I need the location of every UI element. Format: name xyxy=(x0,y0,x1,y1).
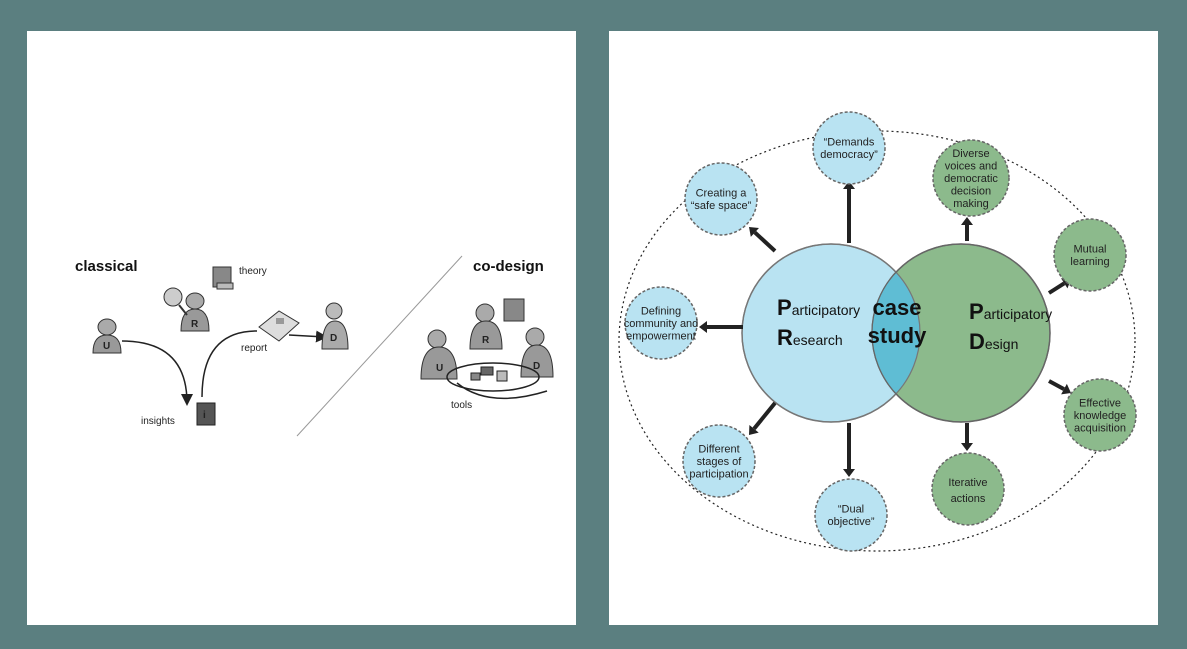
green-node-text-line: Iterative xyxy=(948,477,987,489)
green-arrow-3 xyxy=(961,423,973,451)
classical-codesign-sketch: classical co-design U R theory xyxy=(75,255,554,437)
green-node-text-line: acquisition xyxy=(1074,422,1126,434)
blue-node-1: Creating a“safe space” xyxy=(684,162,758,236)
codesign-user-letter: U xyxy=(436,363,443,374)
blue-node-text-line: “safe space” xyxy=(691,200,752,212)
theory-book-icon xyxy=(212,266,234,290)
insights-box-icon: i xyxy=(196,402,216,426)
blue-node-text-line: community and xyxy=(624,318,699,330)
blue-arrow-1 xyxy=(749,227,777,253)
green-node-text-line: decision xyxy=(951,185,991,197)
codesign-designer-letter: D xyxy=(533,361,540,372)
blue-node-text-line: empowerment xyxy=(626,330,696,342)
divider-line xyxy=(296,255,463,437)
green-arrow-2 xyxy=(1048,379,1071,395)
researcher-letter: R xyxy=(191,319,199,330)
theory-label: theory xyxy=(239,266,267,277)
blue-arrow-3 xyxy=(749,401,777,435)
green-node-circle xyxy=(1063,378,1137,452)
participatory-diagram-panel: Participatory Research Participatory Des… xyxy=(609,31,1158,625)
user-figure: U xyxy=(92,318,122,354)
pd-line1-initial: P xyxy=(969,299,984,324)
arrows-layer xyxy=(699,181,1071,477)
green-node-circle xyxy=(932,139,1010,217)
green-node-text-line: Diverse xyxy=(952,148,989,160)
designer-figure: D xyxy=(321,302,349,350)
blue-arrow-4 xyxy=(843,423,855,477)
insight-letter: i xyxy=(203,410,206,421)
pr-label-line2: Research xyxy=(777,325,843,350)
user-to-insights-arrow xyxy=(121,340,193,406)
researcher-figure: R xyxy=(163,287,210,332)
blue-node-text-line: participation xyxy=(689,468,748,480)
pr-line1-rest: articipatory xyxy=(792,302,860,318)
report-label: report xyxy=(241,343,267,354)
codesign-label: co-design xyxy=(473,258,544,275)
pr-line2-initial: R xyxy=(777,325,793,350)
green-node-text-line: knowledge xyxy=(1074,410,1127,422)
insights-label: insights xyxy=(141,416,175,427)
blue-node-text-line: “Dual xyxy=(838,504,864,516)
green-node-3: Iterative actions xyxy=(931,452,1005,526)
codesign-researcher-letter: R xyxy=(482,335,490,346)
blue-node-circle xyxy=(682,424,756,498)
blue-node-circle xyxy=(814,478,888,552)
green-node-text-line: voices and xyxy=(945,160,998,172)
pd-line2-initial: D xyxy=(969,329,985,354)
insights-to-report-curve xyxy=(201,330,258,398)
case-study-line2: study xyxy=(868,323,927,348)
blue-node-text-line: stages of xyxy=(697,456,743,468)
pr-line2-rest: esearch xyxy=(793,332,843,348)
user-letter: U xyxy=(103,341,110,352)
green-node-text-line: democratic xyxy=(944,173,998,185)
pd-line1-rest: articipatory xyxy=(984,306,1052,322)
blue-node-text-line: objective” xyxy=(827,516,874,528)
blue-node-circle xyxy=(624,286,698,360)
designer-letter: D xyxy=(330,333,337,344)
blue-node-circle xyxy=(684,162,758,236)
green-node-text-line: Effective xyxy=(1079,397,1121,409)
pd-line2-rest: esign xyxy=(985,336,1018,352)
participatory-venn-diagram: Participatory Research Participatory Des… xyxy=(618,111,1137,552)
classical-label: classical xyxy=(75,258,138,275)
green-node-text-line: learning xyxy=(1070,256,1109,268)
tools-label: tools xyxy=(451,400,472,411)
blue-arrow-2 xyxy=(699,321,743,333)
blue-node-text-line: “Demands xyxy=(824,137,875,149)
blue-arrow-0 xyxy=(843,181,855,243)
blue-node-text-line: Creating a xyxy=(696,188,748,200)
pr-line1-initial: P xyxy=(777,295,792,320)
green-node-circle xyxy=(1053,218,1127,292)
report-to-designer-arrow xyxy=(288,330,328,343)
green-node-text-line: Mutual xyxy=(1073,244,1106,256)
green-node-text-line: actions xyxy=(951,493,986,505)
pd-label-line2: Design xyxy=(969,329,1018,354)
blue-node-circle xyxy=(812,111,886,185)
case-study-line1: case xyxy=(873,295,922,320)
blue-node-text-line: democracy” xyxy=(820,149,878,161)
pr-label-line1: Participatory xyxy=(777,295,860,320)
pd-label-line1: Participatory xyxy=(969,299,1052,324)
green-arrow-0 xyxy=(961,217,973,241)
green-node-circle xyxy=(931,452,1005,526)
blue-node-text-line: Different xyxy=(698,443,739,455)
codesign-group: U R D xyxy=(420,298,554,400)
blue-node-text-line: Defining xyxy=(641,305,681,317)
green-node-text-line: making xyxy=(953,198,988,210)
classical-vs-codesign-panel: classical co-design U R theory xyxy=(27,31,576,625)
report-document-icon xyxy=(258,310,300,342)
